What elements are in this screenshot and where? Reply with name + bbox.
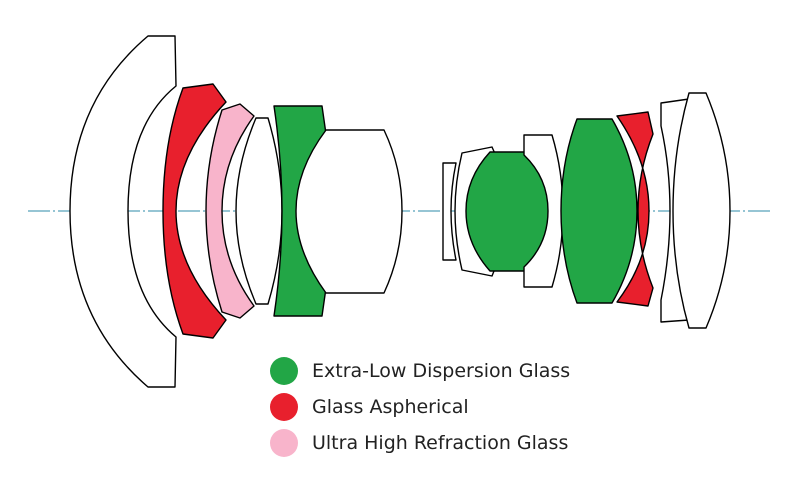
legend-item-ultra-high-refraction: Ultra High Refraction Glass [270,425,570,461]
pink-circle-icon [270,429,298,457]
plain-lens-4 [442,162,457,261]
green-circle-icon [270,357,298,385]
aspherical-lens-2 [616,111,654,307]
legend-item-aspherical: Glass Aspherical [270,389,570,425]
front-meniscus-lens [69,35,177,388]
legend-label: Extra-Low Dispersion Glass [312,360,571,382]
legend-label: Ultra High Refraction Glass [312,432,569,454]
aspherical-lens-1 [162,83,227,339]
plain-lens-2 [235,117,283,305]
plain-lens-3 [295,129,403,294]
legend-item-extra-low-dispersion: Extra-Low Dispersion Glass [270,353,570,389]
ultra-high-refraction-lens [205,103,255,319]
legend-label: Glass Aspherical [312,396,469,418]
extra-low-dispersion-lens-3 [560,118,638,304]
legend: Extra-Low Dispersion Glass Glass Aspheri… [270,353,570,461]
red-circle-icon [270,393,298,421]
rear-lens [672,92,731,329]
